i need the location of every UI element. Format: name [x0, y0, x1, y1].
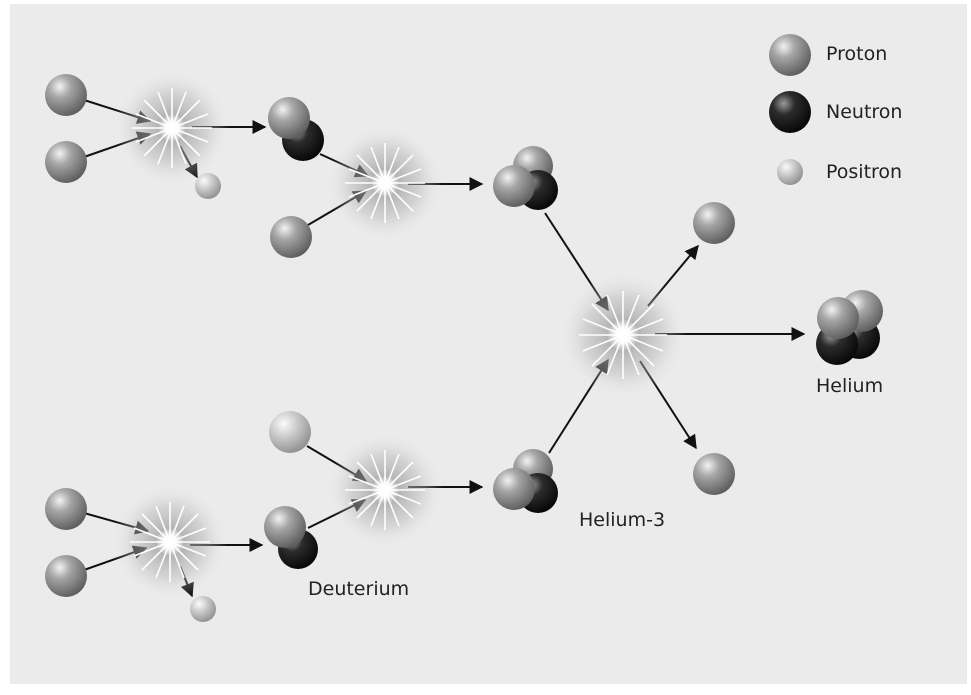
legend-proton-label: Proton: [826, 43, 888, 65]
fusion-flash: [559, 271, 687, 399]
proton: [817, 297, 859, 339]
proton: [269, 411, 311, 453]
fusion-flash: [327, 432, 443, 548]
proton: [264, 506, 306, 548]
proton-proton-chain-diagram: [45, 34, 883, 622]
proton: [268, 97, 310, 139]
fusion-flash: [114, 70, 230, 186]
legend-positron-label: Positron: [826, 161, 903, 183]
fusion-flash: [327, 125, 443, 241]
proton: [45, 141, 87, 183]
proton: [693, 202, 735, 244]
fusion-flash: [112, 484, 228, 600]
proton: [493, 165, 535, 207]
proton: [45, 555, 87, 597]
helium-label: Helium: [816, 375, 884, 397]
positron: [195, 173, 221, 199]
proton: [270, 216, 312, 258]
deuterium-label: Deuterium: [308, 578, 410, 600]
fusion-flashes: [112, 70, 687, 600]
proton: [693, 453, 735, 495]
diagram-panel: Proton Neutron Positron Deuterium Helium…: [10, 4, 967, 684]
legend-neutron-swatch: [769, 91, 811, 133]
legend: [769, 34, 811, 185]
legend-positron-swatch: [777, 159, 803, 185]
legend-neutron-label: Neutron: [826, 101, 903, 123]
proton: [493, 468, 535, 510]
helium3-label: Helium-3: [579, 509, 666, 531]
positron: [190, 596, 216, 622]
particles: [45, 74, 883, 622]
legend-proton-swatch: [769, 34, 811, 76]
proton: [45, 74, 87, 116]
proton: [45, 488, 87, 530]
